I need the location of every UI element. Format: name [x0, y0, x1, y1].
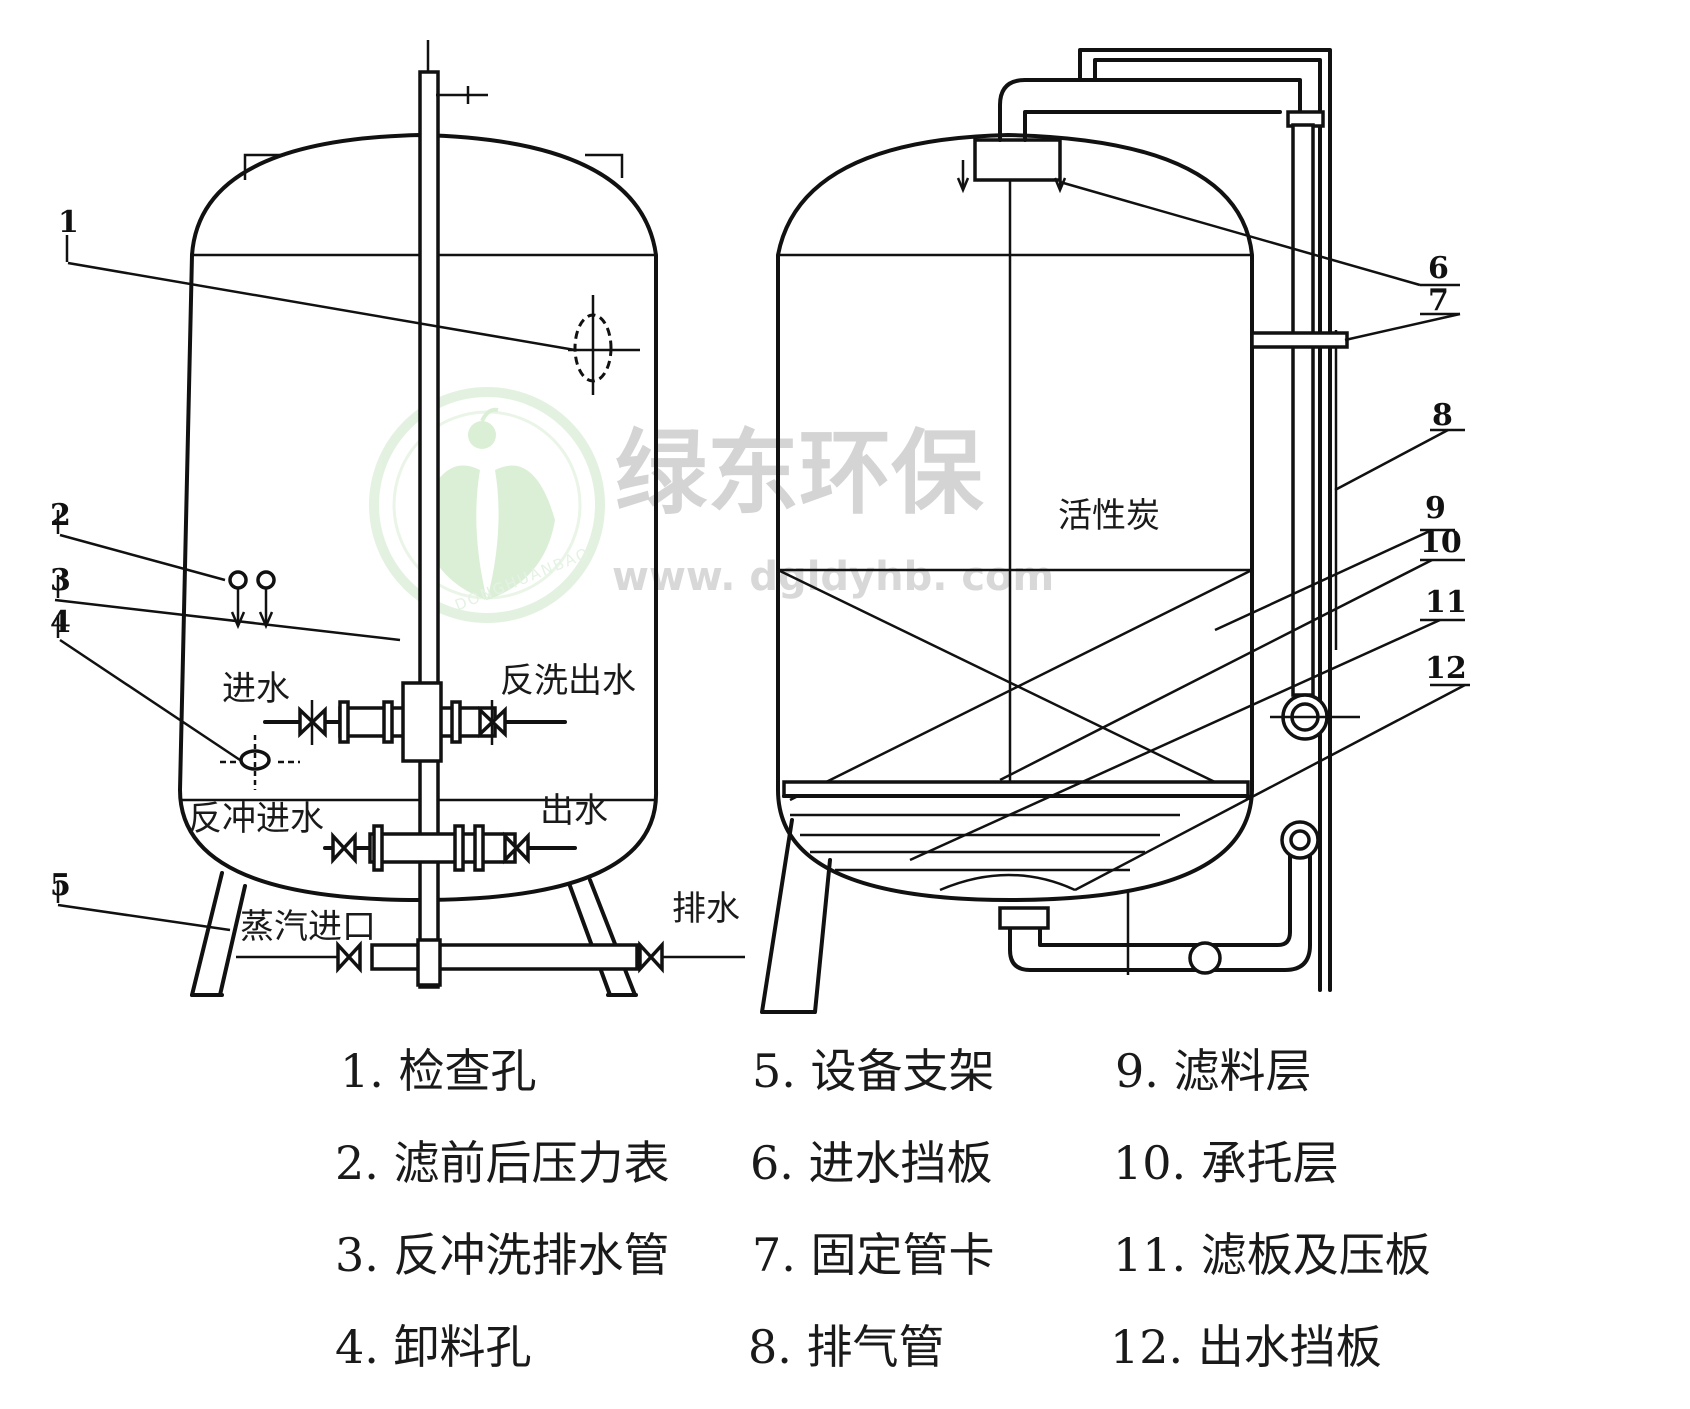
left-tank-shell-shape: [178, 133, 659, 902]
vent-pipe-shape: [1291, 123, 1315, 697]
legend-item: 8. 排气管: [748, 1320, 945, 1374]
lower-valve-manifold: [323, 824, 577, 872]
filter-plate-shape: [782, 780, 1250, 798]
component-legend: 1. 检查孔 2. 滤前后压力表 3. 反冲洗排水管 4. 卸料孔 5. 设备支…: [0, 1030, 1690, 1409]
callout-number: 11: [1425, 585, 1467, 620]
legend-item: 10. 承托层: [1113, 1136, 1339, 1190]
callout-number: 7: [1428, 283, 1449, 318]
legend-item: 1. 检查孔: [340, 1044, 537, 1098]
label-steam-inlet: 蒸汽进口: [240, 907, 376, 947]
legend-item: 4. 卸料孔: [335, 1320, 532, 1374]
label-activated-carbon: 活性炭: [1058, 496, 1160, 536]
callout-number: 2: [50, 498, 71, 533]
callout-number: 1: [58, 205, 79, 240]
support-layer-shape: [790, 813, 1180, 892]
legend-item: 6. 进水挡板: [750, 1136, 993, 1190]
label-backwash-outlet: 反洗出水: [500, 661, 636, 701]
outlet-valve-icon: [1188, 941, 1222, 975]
legend-item: 7. 固定管卡: [752, 1228, 995, 1282]
watermark: DONGHUANBAO 绿东环保 www. dgldyhb. com: [369, 387, 1054, 623]
label-backflush-inlet: 反冲进水: [188, 799, 324, 839]
label-inlet: 进水: [222, 669, 290, 709]
label-outlet: 出水: [540, 791, 608, 831]
legend-item: 11. 滤板及压板: [1113, 1228, 1431, 1282]
watermark-title: 绿东环保: [615, 420, 984, 527]
callout-number: 6: [1428, 251, 1449, 286]
legend-item: 2. 滤前后压力表: [335, 1136, 670, 1190]
left-callout-leaders: [54, 235, 576, 932]
legend-item: 12. 出水挡板: [1110, 1320, 1382, 1374]
discharge-hole-shape: [239, 749, 271, 771]
callout-number: 5: [50, 868, 71, 903]
legend-item: 9. 滤料层: [1115, 1044, 1312, 1098]
watermark-url: www. dgldyhb. com: [612, 554, 1054, 600]
label-drain: 排水: [672, 889, 740, 929]
filter-tank-diagram: DONGHUANBAO 绿东环保 www. dgldyhb. com: [50, 40, 1470, 1014]
callout-number: 9: [1425, 491, 1446, 526]
callout-number: 12: [1425, 651, 1467, 686]
legend-item: 3. 反冲洗排水管: [335, 1228, 670, 1282]
right-callout-leaders: [909, 180, 1470, 892]
right-tank-shell-shape: [776, 133, 1254, 902]
left-tank-leg-shape: [190, 871, 247, 997]
right-tank-leg-shape: [760, 818, 832, 1014]
callout-number: 8: [1432, 398, 1453, 433]
left-tank: 1 2 3 4 5 进水 反洗出水 反冲进水 出水 蒸汽进口 排水: [50, 40, 745, 997]
callout-number: 4: [50, 605, 71, 640]
drain-pipe-shape: [236, 938, 745, 987]
legend-item: 5. 设备支架: [752, 1044, 995, 1098]
callout-number: 3: [50, 563, 71, 598]
inlet-baffle-shape: [973, 138, 1062, 182]
watermark-logo-icon: DONGHUANBAO: [369, 387, 605, 623]
pipe-clamp-shape: [1250, 331, 1349, 349]
callout-number: 10: [1420, 525, 1462, 560]
right-tank: 6 7 8 9 10 11 12 活性炭: [760, 48, 1470, 1014]
upper-valve-manifold: [263, 681, 567, 763]
pressure-gauge-icon: [228, 570, 276, 630]
left-tank-leg-shape: [568, 878, 637, 997]
